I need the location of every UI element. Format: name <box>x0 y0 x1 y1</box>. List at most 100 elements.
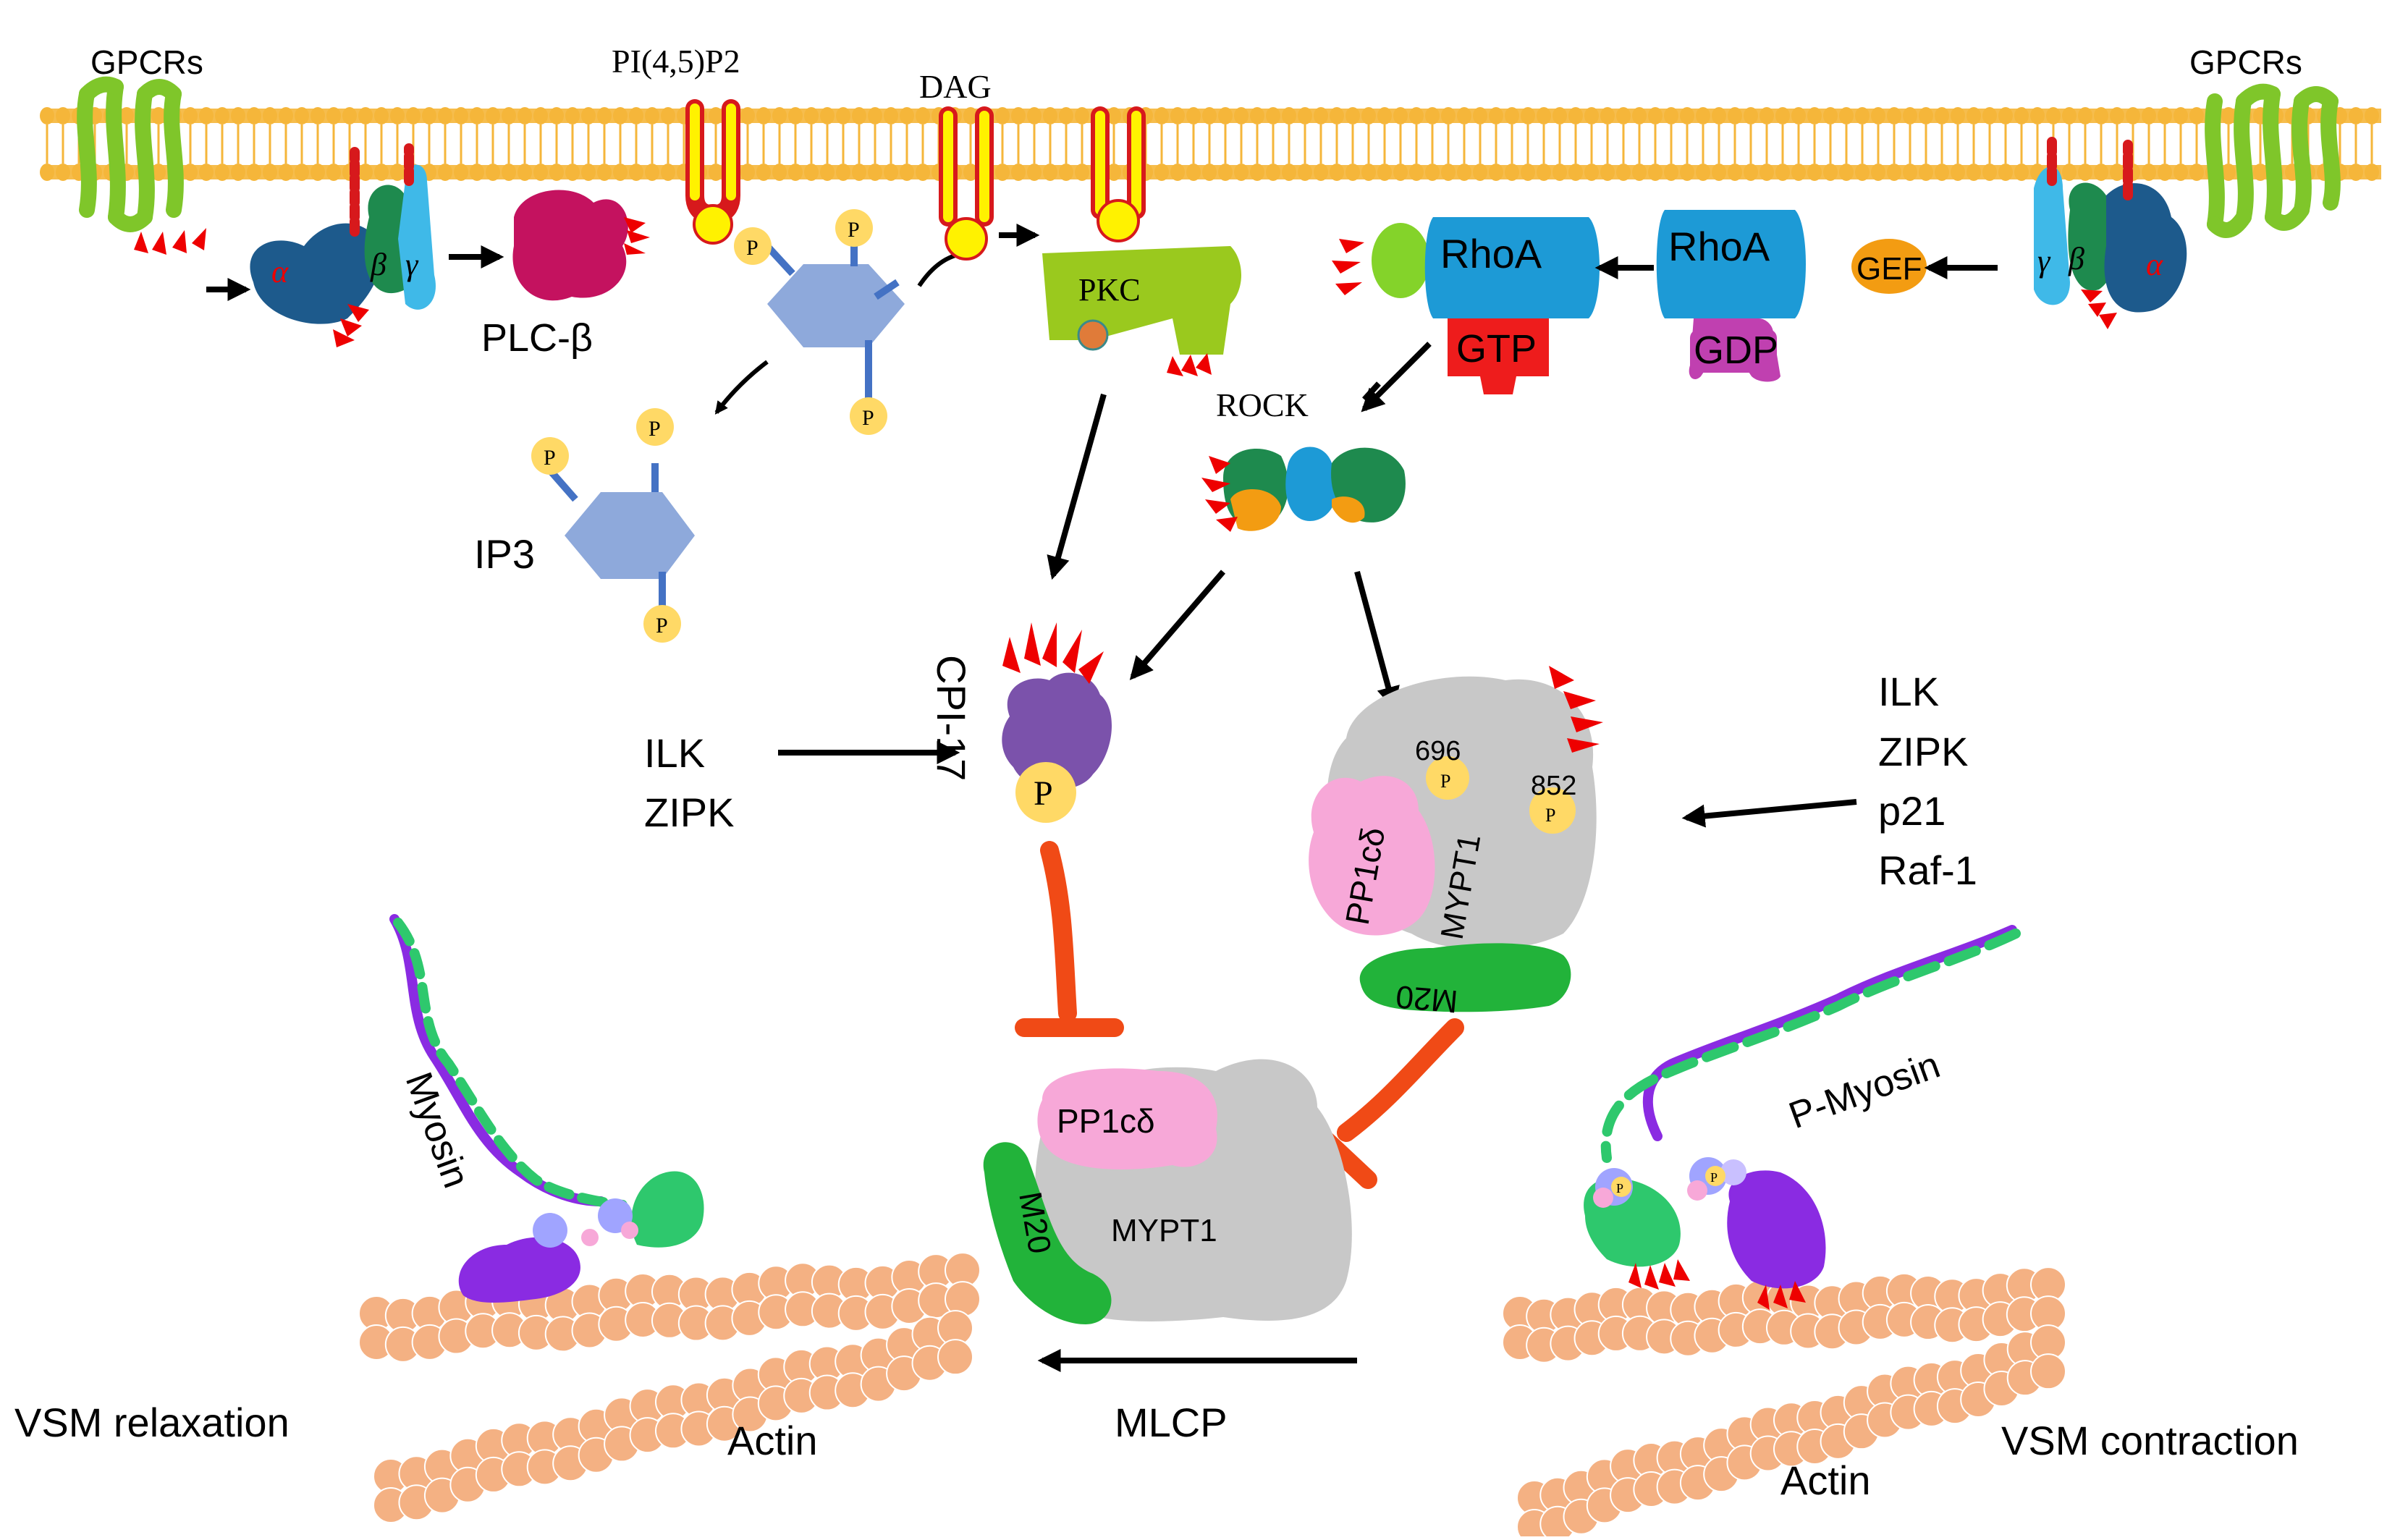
lipid-head <box>1584 164 1599 181</box>
lipid-head <box>1568 107 1583 124</box>
lipid-head <box>2030 107 2045 124</box>
lipid-head <box>326 107 341 124</box>
lipid-head <box>1250 107 1264 124</box>
lipid-head <box>1250 164 1264 181</box>
kinase-right-raf1: Raf-1 <box>1878 847 1977 893</box>
lipid-head <box>295 107 309 124</box>
lipid-head <box>1887 164 1901 181</box>
lipid-head <box>613 164 628 181</box>
gamma-subunit-label: γ <box>2037 243 2051 279</box>
lipid-head <box>1298 107 1312 124</box>
lipid-head <box>2078 164 2092 181</box>
lipid-head <box>199 107 214 124</box>
lipid-head <box>1759 164 1774 181</box>
site-696-label: 696 <box>1415 736 1461 766</box>
lipid-head <box>1616 107 1631 124</box>
lipid-head <box>1919 164 1933 181</box>
lipid-head <box>1648 164 1663 181</box>
lipid-head <box>342 107 357 124</box>
lipid-head <box>1600 107 1615 124</box>
lipid-head <box>1871 107 1885 124</box>
kinases-left: ILK ZIPK <box>644 730 734 835</box>
lipid-head <box>852 107 866 124</box>
lipid-head <box>1393 164 1408 181</box>
p-myosin: P P P-Myosin <box>1584 925 2021 1310</box>
lipid-head <box>1839 164 1854 181</box>
lipid-head <box>358 164 373 181</box>
lipid-head <box>1728 107 1742 124</box>
lipid-head <box>533 107 548 124</box>
phosphate-label: P <box>746 236 759 260</box>
lipid-head <box>1218 164 1233 181</box>
lipid-head <box>613 107 628 124</box>
lipid-head <box>1425 164 1440 181</box>
lipid-head <box>995 107 1010 124</box>
lipid-head <box>1616 164 1631 181</box>
lipid-head <box>852 164 866 181</box>
lipid-head <box>2158 164 2172 181</box>
lipid-head <box>1170 164 1185 181</box>
inositol-ring: P P P <box>734 209 905 435</box>
lipid-head <box>900 164 914 181</box>
lipid-head <box>2126 107 2140 124</box>
lipid-head <box>151 107 166 124</box>
lipid-head <box>2173 107 2188 124</box>
lipid-head <box>1951 164 1965 181</box>
lipid-bilayer <box>40 107 2379 181</box>
actin-left-label: Actin <box>727 1418 818 1463</box>
lipid-head <box>916 164 930 181</box>
lipid-head <box>1855 107 1870 124</box>
lipid-head <box>438 107 452 124</box>
lipid-head <box>151 164 166 181</box>
lipid-head <box>1473 107 1487 124</box>
lipid-head <box>756 107 771 124</box>
lipid-head <box>740 164 755 181</box>
lipid-head <box>963 107 978 124</box>
lipid-head <box>1330 107 1344 124</box>
beta-subunit-label: β <box>370 247 386 282</box>
lipid-head <box>1202 107 1217 124</box>
pkc: PKC <box>1042 106 1241 376</box>
lipid-head <box>1600 164 1615 181</box>
lipid-head <box>454 164 468 181</box>
lipid-head <box>2110 107 2124 124</box>
lipid-head <box>1552 107 1567 124</box>
gpcrs-left-label: GPCRs <box>90 43 203 81</box>
gdp-label: GDP <box>1694 329 1778 372</box>
lipid-head <box>1107 164 1121 181</box>
lipid-head <box>295 164 309 181</box>
lipid-head <box>2046 107 2061 124</box>
lipid-head <box>1807 164 1822 181</box>
lipid-head <box>517 107 532 124</box>
lipid-head <box>2062 164 2077 181</box>
lipid-head <box>1855 164 1870 181</box>
lipid-head <box>1759 107 1774 124</box>
lipid-head <box>183 164 198 181</box>
phosphate-label: P <box>656 614 668 638</box>
lipid-head <box>1775 107 1790 124</box>
phosphate-label: P <box>1545 805 1555 826</box>
lipid-head <box>1966 107 1981 124</box>
lipid-head <box>1345 107 1360 124</box>
lipid-head <box>1282 107 1296 124</box>
lipid-head <box>1537 164 1551 181</box>
lipid-head <box>486 107 500 124</box>
pp1-label: PP1cδ <box>1057 1102 1155 1140</box>
lipid-head <box>56 107 70 124</box>
lipid-head <box>645 107 659 124</box>
lipid-head <box>1075 107 1089 124</box>
lipid-head <box>1330 164 1344 181</box>
actin-monomer <box>2030 1353 2066 1390</box>
lipid-head <box>2349 107 2363 124</box>
lipid-head <box>454 107 468 124</box>
lipid-head <box>1266 107 1280 124</box>
lipid-head <box>740 107 755 124</box>
mlcp-phosphorylated: 696 P 852 P PP1cδ MYPT1 M20 <box>1309 666 1603 1019</box>
rhoa-gdp: RhoA GDP <box>1656 210 1806 382</box>
pip2-label: PI(4,5)P2 <box>612 43 740 80</box>
lipid-head <box>40 107 54 124</box>
lipid-head <box>1234 107 1249 124</box>
alpha-subunit-label: α <box>2146 247 2163 282</box>
lipid-head <box>1648 107 1663 124</box>
